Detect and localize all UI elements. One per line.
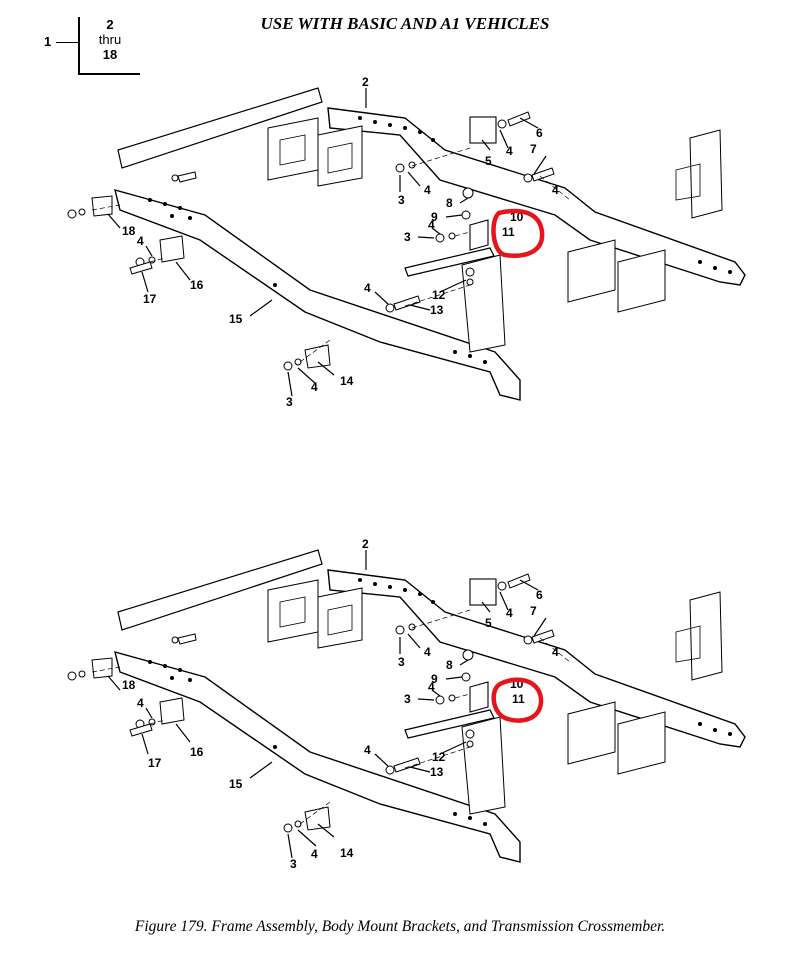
label-4: 4 <box>506 144 513 158</box>
label-17: 17 <box>143 292 157 306</box>
label-18: 18 <box>122 678 136 692</box>
label-14: 14 <box>340 374 354 388</box>
label-4: 4 <box>364 743 371 757</box>
label-4: 4 <box>311 380 318 394</box>
page-title: USE WITH BASIC AND A1 VEHICLES <box>260 14 550 33</box>
label-8: 8 <box>446 658 453 672</box>
label-4: 4 <box>428 218 435 232</box>
upper-frame-view <box>67 87 746 401</box>
highlight-circle-upper <box>491 208 545 258</box>
label-11: 11 <box>512 692 525 706</box>
lower-frame-view <box>67 549 746 863</box>
label-6: 6 <box>536 588 543 602</box>
label-4: 4 <box>506 606 513 620</box>
label-8: 8 <box>446 196 453 210</box>
label-15: 15 <box>229 312 243 326</box>
label-4: 4 <box>137 234 144 248</box>
upper-drawing: 2 6 4 5 7 4 4 3 8 9 4 3 10 11 12 4 13 14… <box>67 75 746 409</box>
callout-thru: thru <box>98 32 122 47</box>
label-2: 2 <box>362 75 369 89</box>
callout-from: 2 <box>106 17 114 32</box>
lower-callout-numbers: 2 6 4 5 7 4 4 3 8 9 4 3 10 11 12 4 13 14… <box>122 537 559 871</box>
label-3: 3 <box>404 692 411 706</box>
label-4: 4 <box>424 183 431 197</box>
label-4: 4 <box>137 696 144 710</box>
label-9: 9 <box>431 210 438 224</box>
highlight-circle-lower <box>491 677 544 723</box>
callout-lead-line <box>56 42 78 43</box>
label-4: 4 <box>424 645 431 659</box>
label-9: 9 <box>431 672 438 686</box>
label-4: 4 <box>364 281 371 295</box>
label-5: 5 <box>485 616 492 630</box>
label-13: 13 <box>430 303 444 317</box>
label-3: 3 <box>398 655 405 669</box>
label-16: 16 <box>190 278 204 292</box>
label-18: 18 <box>122 224 136 238</box>
label-11: 11 <box>502 225 515 239</box>
label-4: 4 <box>311 847 318 861</box>
label-13: 13 <box>430 765 444 779</box>
label-3: 3 <box>404 230 411 244</box>
label-3: 3 <box>290 857 297 871</box>
label-17: 17 <box>148 756 162 770</box>
label-4: 4 <box>552 183 559 197</box>
label-7: 7 <box>530 142 537 156</box>
label-6: 6 <box>536 126 543 140</box>
label-12: 12 <box>432 288 446 302</box>
label-4: 4 <box>428 680 435 694</box>
callout-box: 2 thru 18 <box>78 17 140 75</box>
lower-drawing: 2 6 4 5 7 4 4 3 8 9 4 3 10 11 12 4 13 14… <box>67 537 746 871</box>
callout-lead-number: 1 <box>44 34 52 49</box>
figure-caption: Figure 179. Frame Assembly, Body Mount B… <box>134 918 666 935</box>
label-7: 7 <box>530 604 537 618</box>
label-12: 12 <box>432 750 446 764</box>
label-14: 14 <box>340 846 354 860</box>
label-5: 5 <box>485 154 492 168</box>
upper-callout-numbers: 2 6 4 5 7 4 4 3 8 9 4 3 10 11 12 4 13 14… <box>122 75 559 409</box>
label-16: 16 <box>190 745 204 759</box>
label-3: 3 <box>286 395 293 409</box>
label-2: 2 <box>362 537 369 551</box>
label-15: 15 <box>229 777 243 791</box>
label-3: 3 <box>398 193 405 207</box>
label-4: 4 <box>552 645 559 659</box>
callout-to: 18 <box>102 47 118 62</box>
